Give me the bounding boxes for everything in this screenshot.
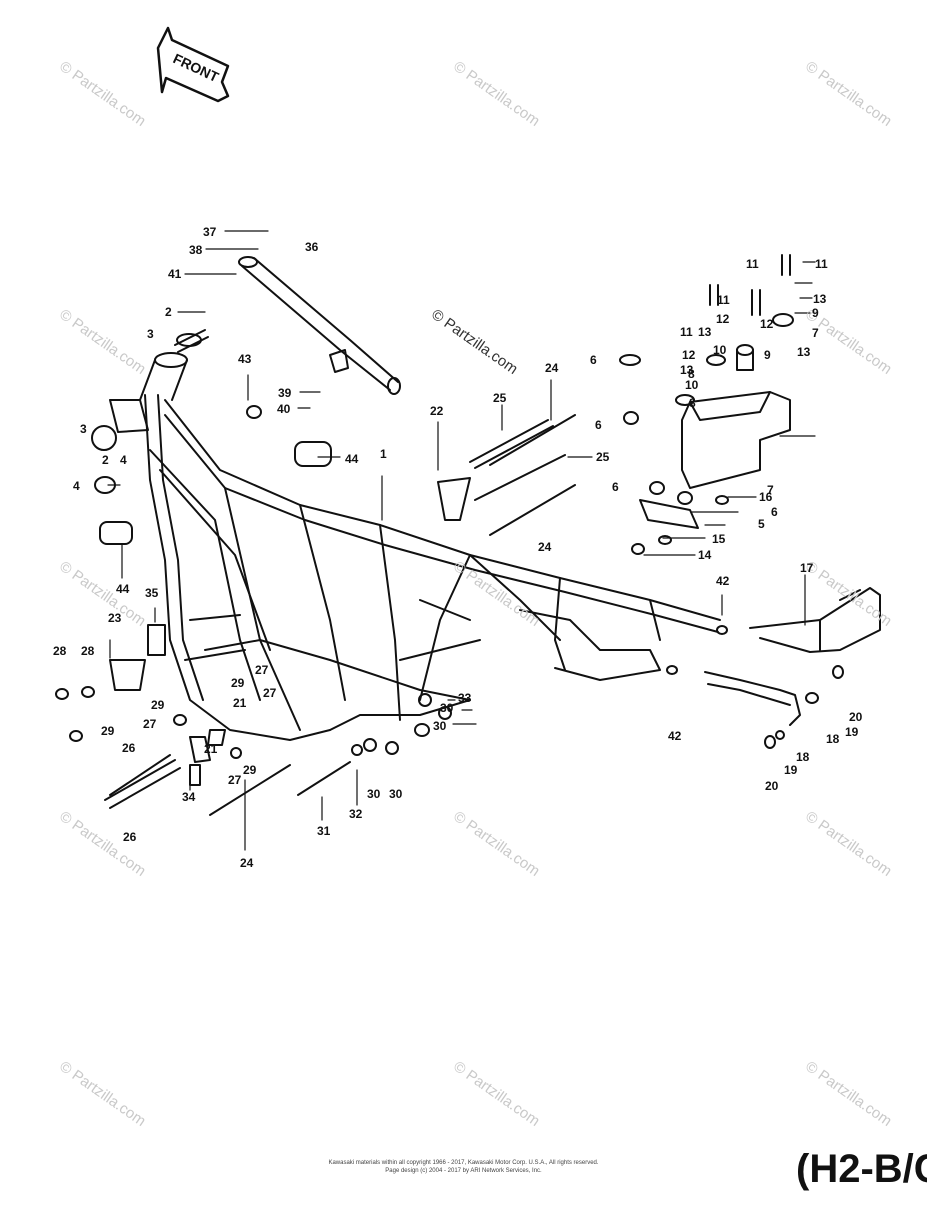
callout-42[interactable]: 42 <box>668 729 682 743</box>
callout-29[interactable]: 29 <box>101 724 115 738</box>
callout-33[interactable]: 33 <box>458 691 472 705</box>
callout-19[interactable]: 19 <box>845 725 859 739</box>
callout-30[interactable]: 30 <box>389 787 403 801</box>
callout-13[interactable]: 13 <box>680 363 694 377</box>
callout-17[interactable]: 17 <box>800 561 814 575</box>
callout-37[interactable]: 37 <box>203 225 217 239</box>
callout-4[interactable]: 4 <box>120 453 127 467</box>
small-parts <box>55 354 844 786</box>
callout-30[interactable]: 30 <box>440 701 454 715</box>
callout-43[interactable]: 43 <box>238 352 252 366</box>
callout-21[interactable]: 21 <box>233 696 247 710</box>
callout-30[interactable]: 30 <box>367 787 381 801</box>
callout-1[interactable]: 1 <box>380 447 387 461</box>
callout-38[interactable]: 38 <box>189 243 203 257</box>
callout-24[interactable]: 24 <box>240 856 254 870</box>
callout-31[interactable]: 31 <box>317 824 331 838</box>
callout-10[interactable]: 10 <box>713 343 727 357</box>
callout-7[interactable]: 7 <box>767 483 774 497</box>
callout-32[interactable]: 32 <box>349 807 363 821</box>
callout-20[interactable]: 20 <box>849 710 863 724</box>
bolts <box>104 329 576 816</box>
callout-7[interactable]: 7 <box>812 326 819 340</box>
callout-11[interactable]: 11 <box>680 325 693 339</box>
copyright-notice: Kawasaki materials within all copyright … <box>0 1160 927 1175</box>
callout-36[interactable]: 36 <box>305 240 319 254</box>
callout-11[interactable]: 11 <box>717 293 730 307</box>
callout-29[interactable]: 29 <box>243 763 257 777</box>
callout-15[interactable]: 15 <box>712 532 726 546</box>
callout-9[interactable]: 9 <box>812 306 819 320</box>
callout-12[interactable]: 12 <box>682 348 696 362</box>
callout-39[interactable]: 39 <box>278 386 292 400</box>
callout-28[interactable]: 28 <box>81 644 95 658</box>
callout-23[interactable]: 23 <box>108 611 122 625</box>
front-arrow-label: FRONT <box>171 50 222 85</box>
rear-grab-rail <box>704 587 881 726</box>
callout-2[interactable]: 2 <box>102 453 109 467</box>
callout-20[interactable]: 20 <box>765 779 779 793</box>
callout-26[interactable]: 26 <box>122 741 136 755</box>
callout-27[interactable]: 27 <box>263 686 277 700</box>
callout-3[interactable]: 3 <box>80 422 87 436</box>
callout-13[interactable]: 13 <box>797 345 811 359</box>
callout-6[interactable]: 6 <box>595 418 602 432</box>
upper-stay <box>238 256 401 395</box>
callout-41[interactable]: 41 <box>168 267 182 281</box>
callout-6[interactable]: 6 <box>590 353 597 367</box>
callout-13[interactable]: 13 <box>813 292 827 306</box>
copyright-line: Page design (c) 2004 - 2017 by ARI Netwo… <box>385 1167 542 1174</box>
callout-18[interactable]: 18 <box>826 732 840 746</box>
leader-lines <box>107 230 816 851</box>
callout-6[interactable]: 6 <box>612 480 619 494</box>
callout-44[interactable]: 44 <box>116 582 130 596</box>
model-code: (H2-B/C <box>796 1147 927 1191</box>
callout-12[interactable]: 12 <box>760 317 774 331</box>
callout-24[interactable]: 24 <box>545 361 559 375</box>
callout-11[interactable]: 11 <box>746 257 759 271</box>
callout-24[interactable]: 24 <box>538 540 552 554</box>
callout-27[interactable]: 27 <box>143 717 157 731</box>
callout-10[interactable]: 10 <box>685 378 699 392</box>
callout-29[interactable]: 29 <box>151 698 165 712</box>
copyright-line: Kawasaki materials within all copyright … <box>328 1160 599 1166</box>
callout-30[interactable]: 30 <box>433 719 447 733</box>
bracket-assembly <box>639 254 794 529</box>
front-arrow-icon <box>156 26 230 103</box>
callout-16[interactable]: 16 <box>759 490 773 504</box>
callout-2[interactable]: 2 <box>165 305 172 319</box>
callout-14[interactable]: 14 <box>698 548 712 562</box>
callout-40[interactable]: 40 <box>277 402 291 416</box>
callout-19[interactable]: 19 <box>784 763 798 777</box>
callout-8[interactable]: 8 <box>688 367 695 381</box>
callout-44[interactable]: 44 <box>345 452 359 466</box>
callout-28[interactable]: 28 <box>53 644 67 658</box>
callout-11[interactable]: 11 <box>815 257 828 271</box>
callout-25[interactable]: 25 <box>596 450 610 464</box>
callout-42[interactable]: 42 <box>716 574 730 588</box>
callout-3[interactable]: 3 <box>147 327 154 341</box>
callout-21[interactable]: 21 <box>204 742 218 756</box>
callout-35[interactable]: 35 <box>145 586 159 600</box>
callout-27[interactable]: 27 <box>228 773 242 787</box>
callout-26[interactable]: 26 <box>123 830 137 844</box>
callout-12[interactable]: 12 <box>716 312 730 326</box>
callout-29[interactable]: 29 <box>231 676 245 690</box>
callout-27[interactable]: 27 <box>255 663 269 677</box>
callout-6[interactable]: 6 <box>771 505 778 519</box>
callout-4[interactable]: 4 <box>73 479 80 493</box>
callout-9[interactable]: 9 <box>764 348 771 362</box>
callout-22[interactable]: 22 <box>430 404 444 418</box>
callout-18[interactable]: 18 <box>796 750 810 764</box>
callout-5[interactable]: 5 <box>758 517 765 531</box>
callout-25[interactable]: 25 <box>493 391 507 405</box>
callout-13[interactable]: 13 <box>698 325 712 339</box>
callout-8[interactable]: 8 <box>689 396 696 410</box>
callout-34[interactable]: 34 <box>182 790 196 804</box>
